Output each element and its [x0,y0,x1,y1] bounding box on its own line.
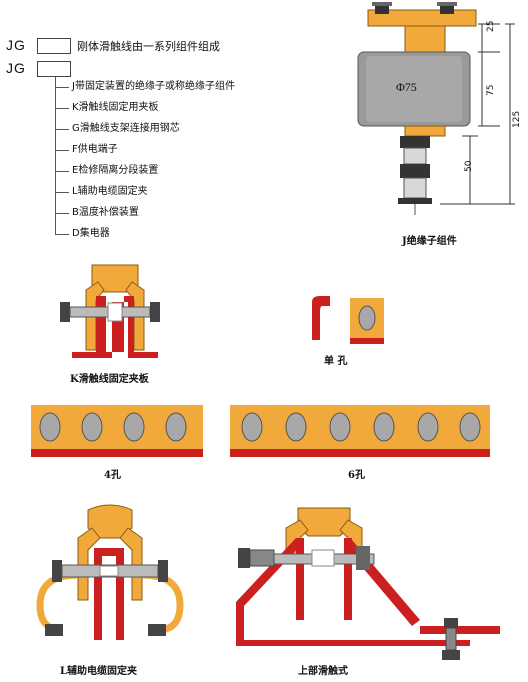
code-jg-2: JG [6,60,26,76]
tree-branch [55,234,69,235]
l-clamp-caption: L辅助电缆固定夹 [60,666,138,677]
tree-branch [55,108,69,109]
tree-branch [55,213,69,214]
insulator-caption: J绝缘子组件 [402,236,457,247]
component-b: B温度补偿装置 [72,207,139,218]
component-g: G滑触线支架连接用钢芯 [72,123,180,134]
tree-branch [55,192,69,193]
component-l: L辅助电缆固定夹 [72,186,148,197]
six-hole-caption: 6孔 [348,470,365,481]
four-hole-caption: 4孔 [104,470,121,481]
component-f: F供电端子 [72,144,118,155]
code-box-2 [37,61,71,77]
tree-trunk [55,76,56,235]
insulator-diameter-label: Φ75 [396,80,417,94]
component-d: D集电器 [72,228,110,239]
tree-branch [55,129,69,130]
top-contact-caption: 上部滑触式 [298,666,348,677]
component-j: J带固定装置的绝缘子或称绝缘子组件 [72,81,235,92]
single-hole-caption: 单 孔 [324,356,348,367]
component-e: E检修隔离分段装置 [72,165,159,176]
tree-branch [55,171,69,172]
k-clamp-caption: K滑触线固定夹板 [70,374,149,385]
component-k: K滑触线固定用夹板 [72,102,159,113]
code-jg-1: JG [6,37,26,53]
code-box-1 [37,38,71,54]
tree-branch [55,87,69,88]
title-text: 刚体滑触线由一系列组件组成 [77,40,220,53]
tree-branch [55,150,69,151]
